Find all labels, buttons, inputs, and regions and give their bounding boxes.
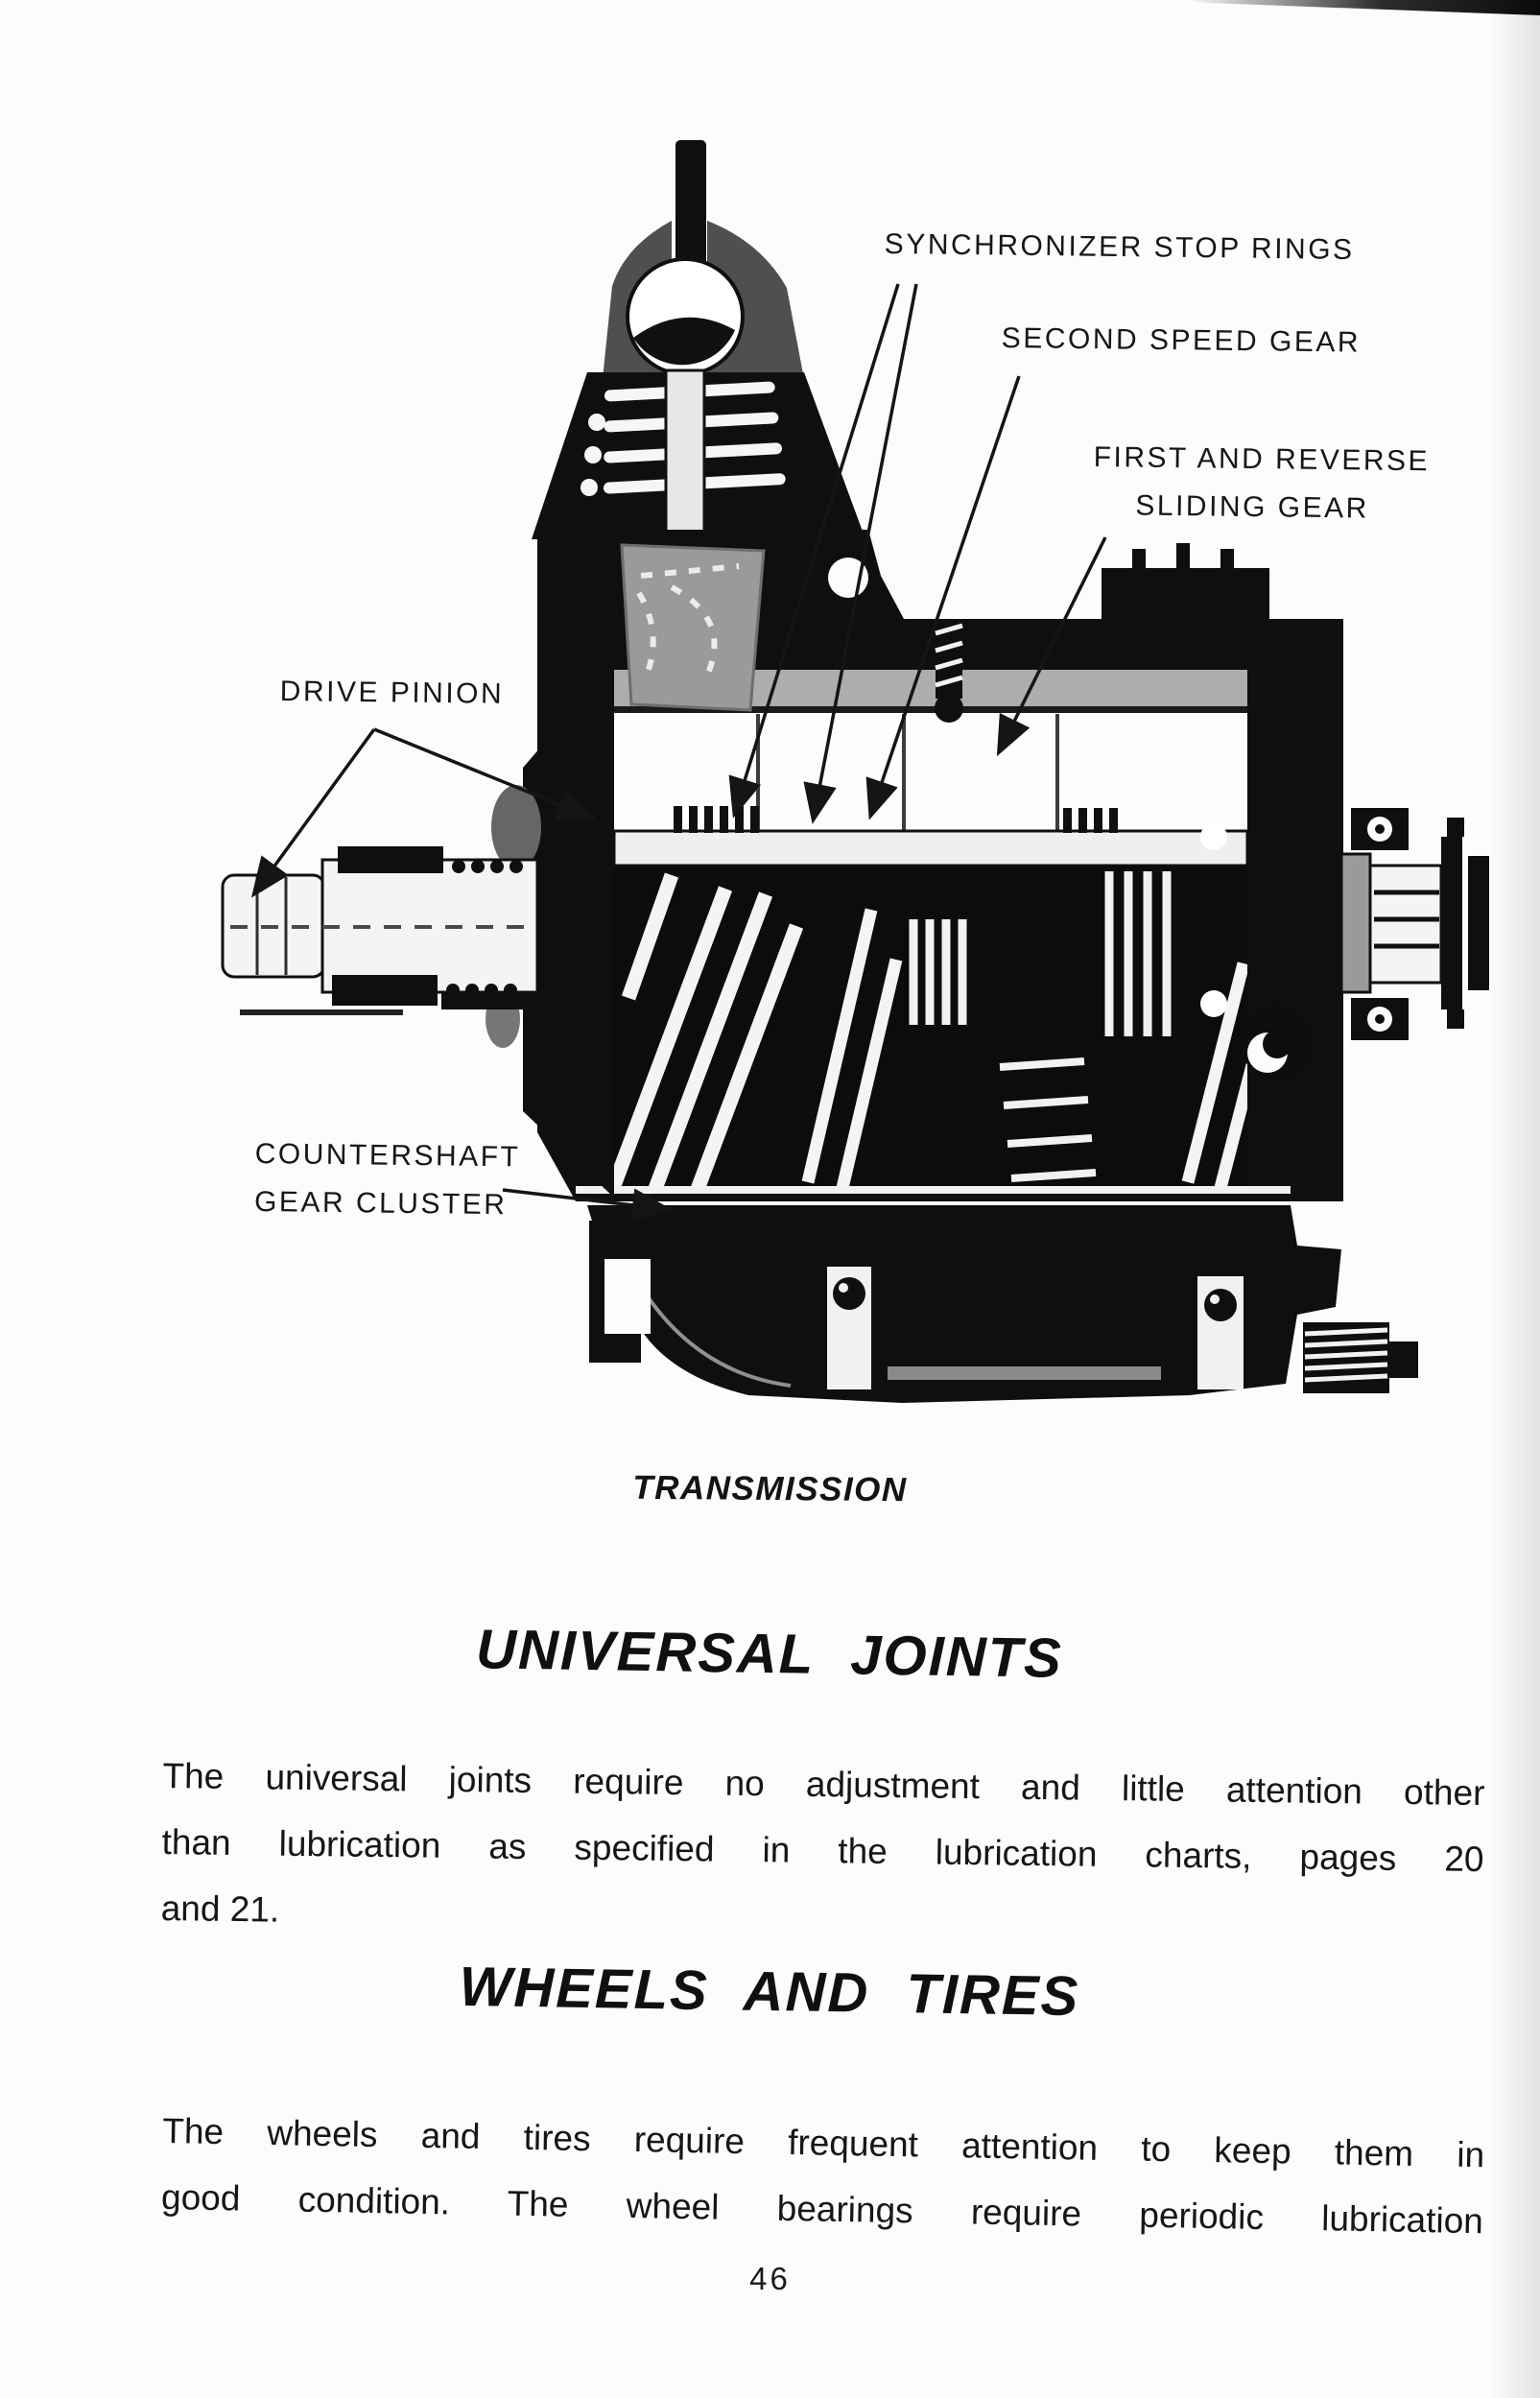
section-heading-wheels-and-tires: WHEELS AND TIRES — [459, 1955, 1080, 2029]
shift-tower — [532, 140, 865, 555]
label-first-reverse-sliding-gear: FIRST AND REVERSE SLIDING GEAR — [1093, 434, 1431, 534]
section-heading-universal-joints: UNIVERSAL JOINTS — [475, 1618, 1064, 1690]
label-countershaft-line2: GEAR CLUSTER — [253, 1185, 508, 1222]
label-first-reverse-line1: FIRST AND REVERSE — [1093, 440, 1431, 478]
label-second-speed-gear: SECOND SPEED GEAR — [1001, 322, 1362, 359]
label-synchronizer-stop-rings: SYNCHRONIZER STOP RINGS — [884, 228, 1355, 266]
oil-pan — [587, 1205, 1418, 1403]
label-countershaft-line1: COUNTERSHAFT — [254, 1137, 521, 1174]
label-first-reverse-line2: SLIDING GEAR — [1135, 489, 1369, 525]
label-drive-pinion: DRIVE PINION — [279, 676, 505, 710]
gasket-line — [576, 1186, 1291, 1194]
wheels-tires-paragraph: The wheels and tires require frequent at… — [160, 2098, 1485, 2254]
output-shaft — [1240, 808, 1489, 1079]
universal-joints-paragraph: The universal joints require no adjustme… — [160, 1743, 1485, 1959]
transmission-diagram — [221, 140, 1489, 1403]
scan-artifact-right-edge — [1490, 0, 1540, 2398]
leader-lines — [250, 283, 1107, 1223]
gear-train — [614, 714, 1247, 1186]
input-shaft — [221, 662, 614, 1198]
page-number: 46 — [749, 2261, 791, 2296]
label-countershaft-gear-cluster: COUNTERSHAFT GEAR CLUSTER — [254, 1130, 521, 1229]
